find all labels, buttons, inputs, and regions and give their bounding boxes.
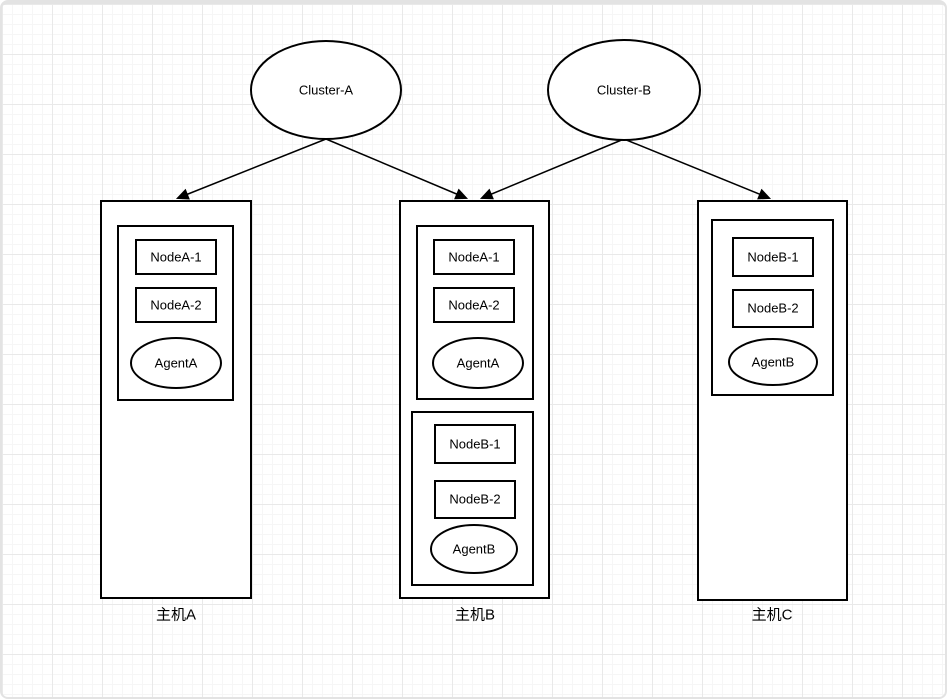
edge-clusterB-hostB[interactable] [482,138,625,198]
node-label: NodeA-1 [150,250,201,265]
node-label: NodeA-2 [150,298,201,313]
agent-ellipse[interactable] [130,337,222,389]
agent-label: AgentA [155,356,198,371]
node-box[interactable] [433,287,515,323]
node-box[interactable] [732,237,814,277]
agent-ellipse[interactable] [728,338,818,386]
cluster-a-label: Cluster-A [299,83,354,98]
node-box[interactable] [135,239,217,275]
edge-clusterB-hostC[interactable] [623,138,769,198]
node-box[interactable] [433,239,515,275]
agent-label: AgentB [752,355,795,370]
node-box[interactable] [434,480,516,519]
host-a-label: 主机A [156,606,196,623]
agent-label: AgentB [453,542,496,557]
host-b-label: 主机B [455,606,495,623]
node-label: NodeB-1 [747,250,798,265]
agent-ellipse[interactable] [432,337,524,389]
cluster-b-ellipse[interactable] [547,39,701,141]
cluster-a-ellipse[interactable] [250,40,402,140]
node-box[interactable] [135,287,217,323]
node-label: NodeB-2 [449,492,500,507]
node-label: NodeB-2 [747,301,798,316]
node-box[interactable] [732,289,814,328]
edge-clusterA-hostA[interactable] [178,138,327,198]
edge-clusterA-hostB[interactable] [325,138,466,198]
agent-ellipse[interactable] [430,524,518,574]
node-label: NodeA-2 [448,298,499,313]
node-label: NodeA-1 [448,250,499,265]
host-c-label: 主机C [752,606,793,623]
cluster-b-label: Cluster-B [597,83,651,98]
node-box[interactable] [434,424,516,464]
agent-label: AgentA [457,356,500,371]
node-label: NodeB-1 [449,437,500,452]
